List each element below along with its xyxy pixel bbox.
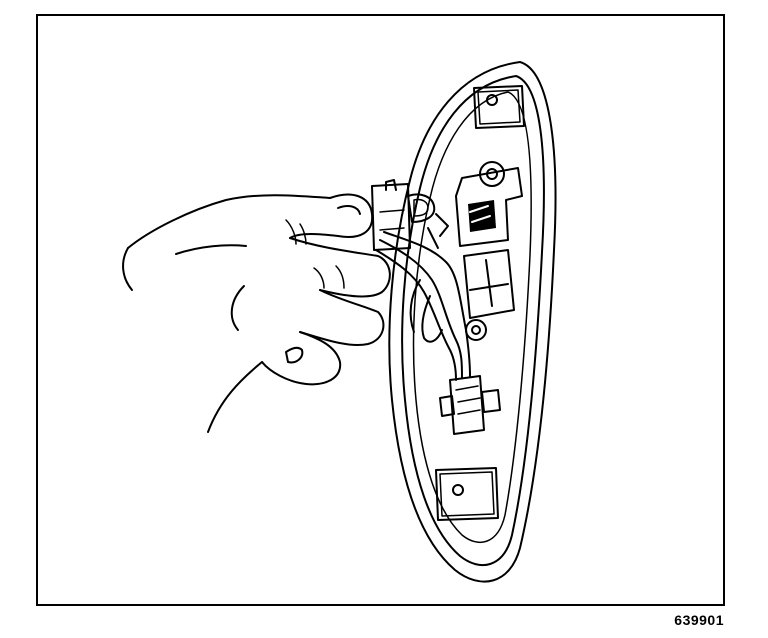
figure-id-label: 639901 — [674, 612, 724, 628]
bulb-socket-illustration — [455, 161, 523, 247]
lamp-housing-illustration — [388, 61, 557, 583]
electrical-connector-illustration — [439, 375, 501, 435]
illustration-frame — [36, 14, 725, 606]
mounting-hole-icon — [452, 484, 464, 496]
hand-illustration — [122, 193, 391, 433]
mounting-hole-icon — [486, 94, 498, 106]
top-mounting-pad — [473, 85, 525, 129]
bottom-mounting-pad — [435, 467, 499, 521]
bulb-socket-illustration — [463, 249, 515, 341]
wiring-harness-illustration — [375, 231, 471, 381]
removed-bulb-socket — [371, 179, 449, 251]
